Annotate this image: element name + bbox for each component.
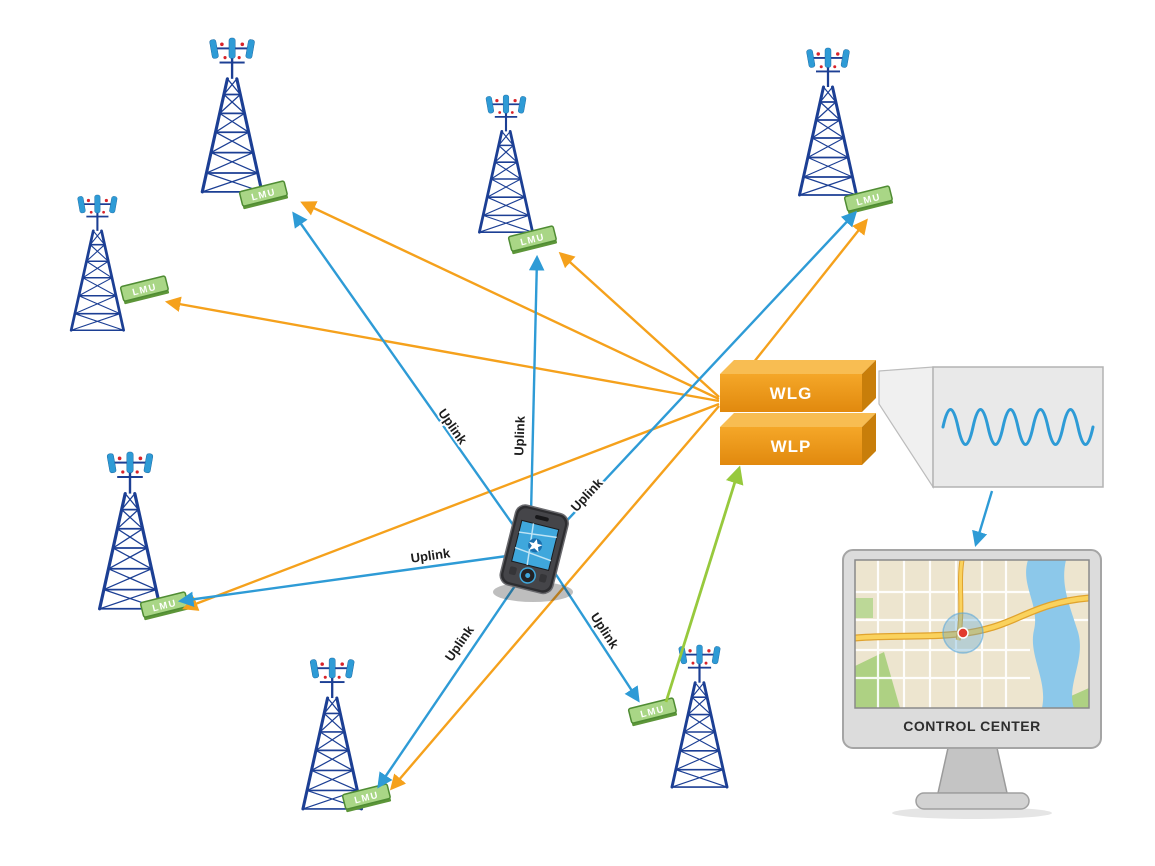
lmu-unit-3 <box>139 590 191 622</box>
monitor-shadow <box>892 807 1052 819</box>
cell-tower-2 <box>69 193 126 332</box>
wlp-box: WLP <box>720 413 876 465</box>
tasking-arrows <box>164 201 868 791</box>
tasking-arrow-1 <box>300 201 720 401</box>
mobile-phone <box>493 504 573 602</box>
monitor-base <box>915 792 1030 810</box>
uplink-arrows <box>177 210 858 789</box>
lmu-unit-4 <box>341 782 393 814</box>
location-marker <box>957 627 969 639</box>
wlg-label: WLG <box>770 384 813 403</box>
uplink-label-5: Uplink <box>442 622 478 664</box>
lmu-unit-2 <box>119 274 171 306</box>
tasking-arrow-6 <box>745 218 868 373</box>
tasking-arrow-3 <box>182 402 720 611</box>
monitor-stand <box>937 747 1008 794</box>
phone-speaker <box>535 515 549 522</box>
lmu-unit-7 <box>627 696 679 728</box>
cell-tower-6 <box>798 46 858 197</box>
wlg-box: WLG <box>720 360 876 412</box>
uplink-label-2: Uplink <box>511 415 527 456</box>
cell-tower-3 <box>97 450 162 611</box>
uplink-arrow-3 <box>558 210 858 530</box>
map-main-road <box>855 595 1089 641</box>
callout-connector <box>878 366 934 490</box>
uplink-arrow-2 <box>528 254 545 515</box>
signal-callout <box>878 366 1104 490</box>
uplink-arrow-1 <box>292 211 517 530</box>
to-control-center-arrow <box>972 490 994 547</box>
sine-wave <box>941 408 1095 446</box>
uplink-arrow-6 <box>551 569 640 703</box>
control-center-monitor: CONTROL CENTER <box>842 549 1102 819</box>
cell-tower-5 <box>477 93 534 234</box>
lmu-unit-6 <box>843 184 895 216</box>
uplink-arrow-4 <box>177 554 508 608</box>
report-arrow <box>664 465 744 703</box>
cell-tower-1 <box>200 36 264 194</box>
tasking-arrow-4 <box>389 405 720 791</box>
uplink-arrow-5 <box>377 576 522 789</box>
uplink-label-4: Uplink <box>410 545 452 565</box>
control-center-label: CONTROL CENTER <box>903 718 1040 734</box>
uplink-label-3: Uplink <box>568 475 607 515</box>
wlp-label: WLP <box>771 437 812 456</box>
tasking-arrow-2 <box>164 296 720 403</box>
cell-tower-7 <box>670 643 729 789</box>
lmu-unit-1 <box>238 179 290 211</box>
map-river <box>1026 560 1080 708</box>
tasking-arrow-5 <box>558 251 720 398</box>
control-center-map <box>855 560 1089 708</box>
lmu-unit-5 <box>507 224 559 256</box>
compass-star-icon <box>528 539 543 553</box>
cell-tower-4 <box>301 656 363 811</box>
